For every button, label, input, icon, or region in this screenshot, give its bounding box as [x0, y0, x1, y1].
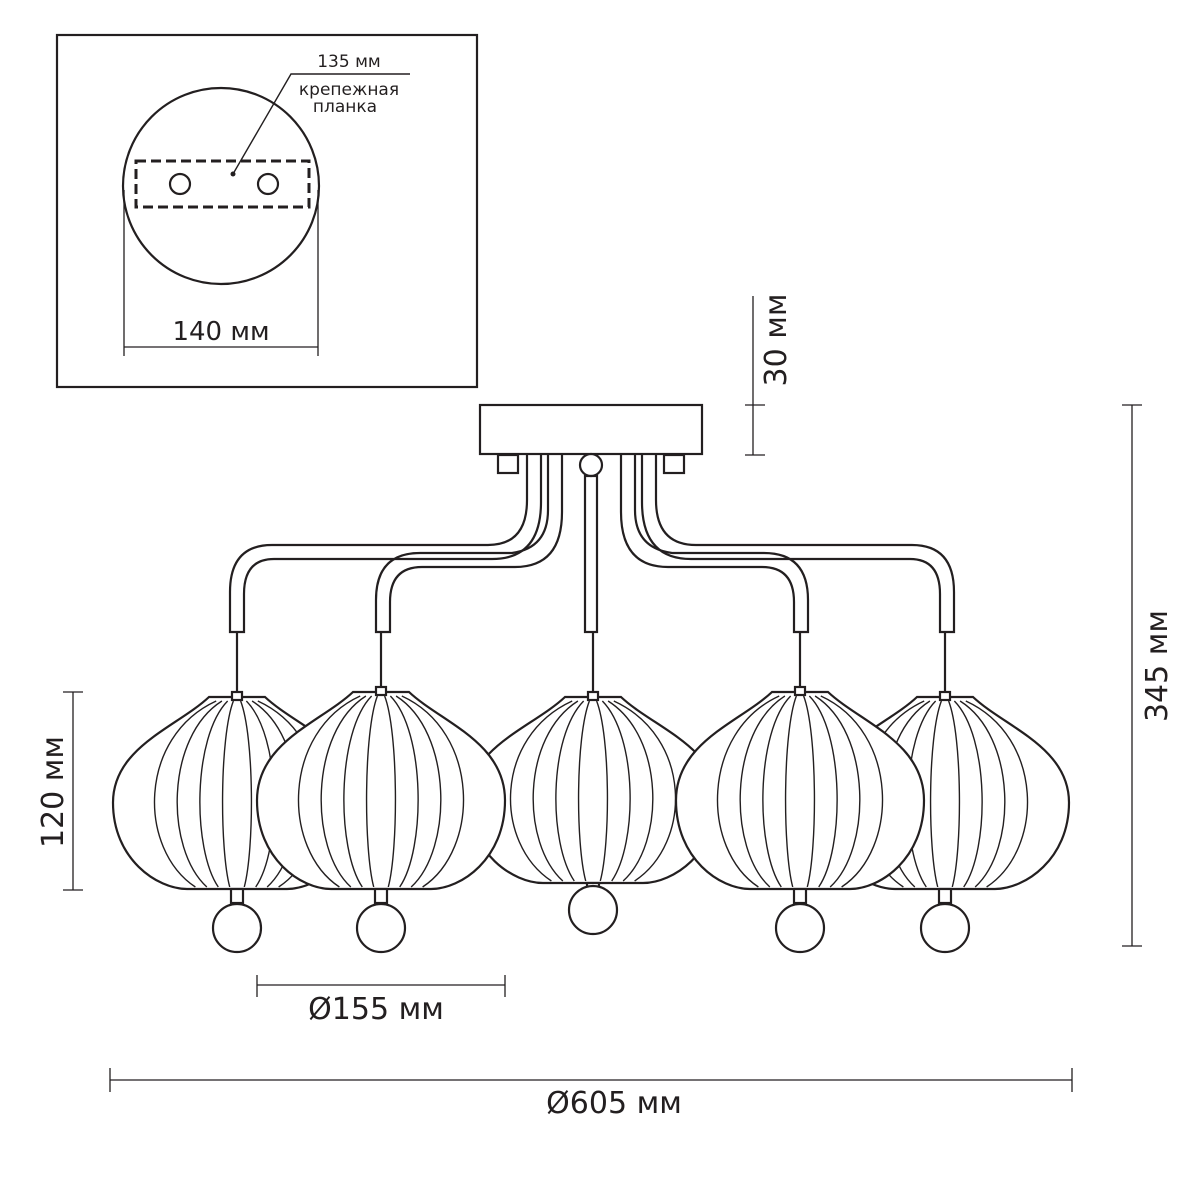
bracket-leader-line: [232, 73, 410, 175]
shade-rib: [383, 695, 397, 888]
shade-rib: [716, 695, 780, 888]
total-diameter-label: Ø605 мм: [546, 1086, 682, 1121]
finial-ball: [211, 902, 263, 954]
canopy: [478, 403, 704, 478]
shade-cap: [938, 690, 952, 702]
shade-rib: [601, 700, 631, 882]
shade-cap: [586, 690, 600, 702]
finial-ball: [774, 902, 826, 954]
bracket-label-line1: крепежная: [299, 80, 399, 100]
finial-ball: [355, 902, 407, 954]
shade-rib: [959, 700, 1006, 888]
shade-rib: [802, 695, 816, 888]
shade-rib: [808, 695, 838, 888]
shade-rib: [297, 695, 361, 888]
shade-neck: [792, 887, 808, 905]
shade-rib: [784, 695, 798, 888]
shade-rib: [814, 695, 861, 888]
canopy-width-label: 140 мм: [172, 317, 269, 347]
shade-rib: [947, 700, 961, 888]
canopy-nut-right: [662, 453, 686, 475]
shade-rib: [199, 700, 229, 888]
shade-rib: [555, 700, 585, 882]
shade-rib: [176, 700, 223, 888]
shade-rib: [739, 695, 786, 888]
arm-inner-right: [619, 455, 810, 634]
screw-hole-left: [168, 172, 192, 196]
shade-rib: [395, 695, 442, 888]
shade-rib: [577, 700, 591, 882]
shade-2: [255, 632, 507, 954]
mount-distance-label: 135 мм: [317, 52, 381, 72]
shade-cap: [230, 690, 244, 702]
arm-outer-left: [228, 455, 543, 634]
shade-3: [467, 632, 719, 936]
shade-rib: [343, 695, 373, 888]
shade-rib: [595, 700, 609, 882]
shade-rib: [153, 700, 217, 888]
mounting-bracket: [134, 159, 311, 209]
shade-rib: [221, 700, 235, 888]
shade-rib: [389, 695, 419, 888]
shade-rib: [762, 695, 792, 888]
shade-rib: [820, 695, 884, 888]
canopy-height-label: 30 мм: [759, 294, 794, 387]
arms: [228, 455, 956, 634]
center-stem: [583, 474, 599, 634]
shade-rib: [607, 700, 654, 882]
shade-rib: [953, 700, 983, 888]
arm-inner-left: [374, 455, 564, 634]
canopy-top-view: [121, 86, 321, 286]
shade-height-label: 120 мм: [36, 736, 71, 848]
shade-cap: [374, 685, 388, 697]
shade-neck: [373, 887, 389, 905]
mounting-inset: 135 мм крепежная планка 140 мм: [55, 33, 479, 389]
finial-ball: [567, 884, 619, 936]
shade-rib: [239, 700, 253, 888]
shade-body: [674, 690, 926, 891]
shade-body: [255, 690, 507, 891]
shade-rib: [365, 695, 379, 888]
finial-ball: [919, 902, 971, 954]
shade-neck: [937, 887, 953, 905]
shade-cap: [793, 685, 807, 697]
total-height-label: 345 мм: [1140, 610, 1175, 722]
shade-rib: [320, 695, 367, 888]
shade-rib: [929, 700, 943, 888]
shade-rib: [509, 700, 573, 882]
shade-rib: [965, 700, 1029, 888]
shade-rib: [532, 700, 579, 882]
shade-rib: [401, 695, 465, 888]
shade-diameter-label: Ø155 мм: [308, 992, 444, 1027]
canopy-center-knob: [578, 452, 604, 478]
shade-neck: [229, 887, 245, 905]
shade-rib: [613, 700, 677, 882]
screw-hole-right: [256, 172, 280, 196]
inset-frame: [55, 33, 479, 389]
dimensions: 30 мм 345 мм 120 мм Ø155 мм Ø605 мм: [36, 294, 1175, 1121]
shade-4: [674, 632, 926, 954]
shades: [111, 632, 1071, 954]
arm-outer-right: [640, 455, 956, 634]
canopy-body: [478, 403, 704, 456]
bracket-label-line2: планка: [313, 97, 377, 117]
canopy-nut-left: [496, 453, 520, 475]
